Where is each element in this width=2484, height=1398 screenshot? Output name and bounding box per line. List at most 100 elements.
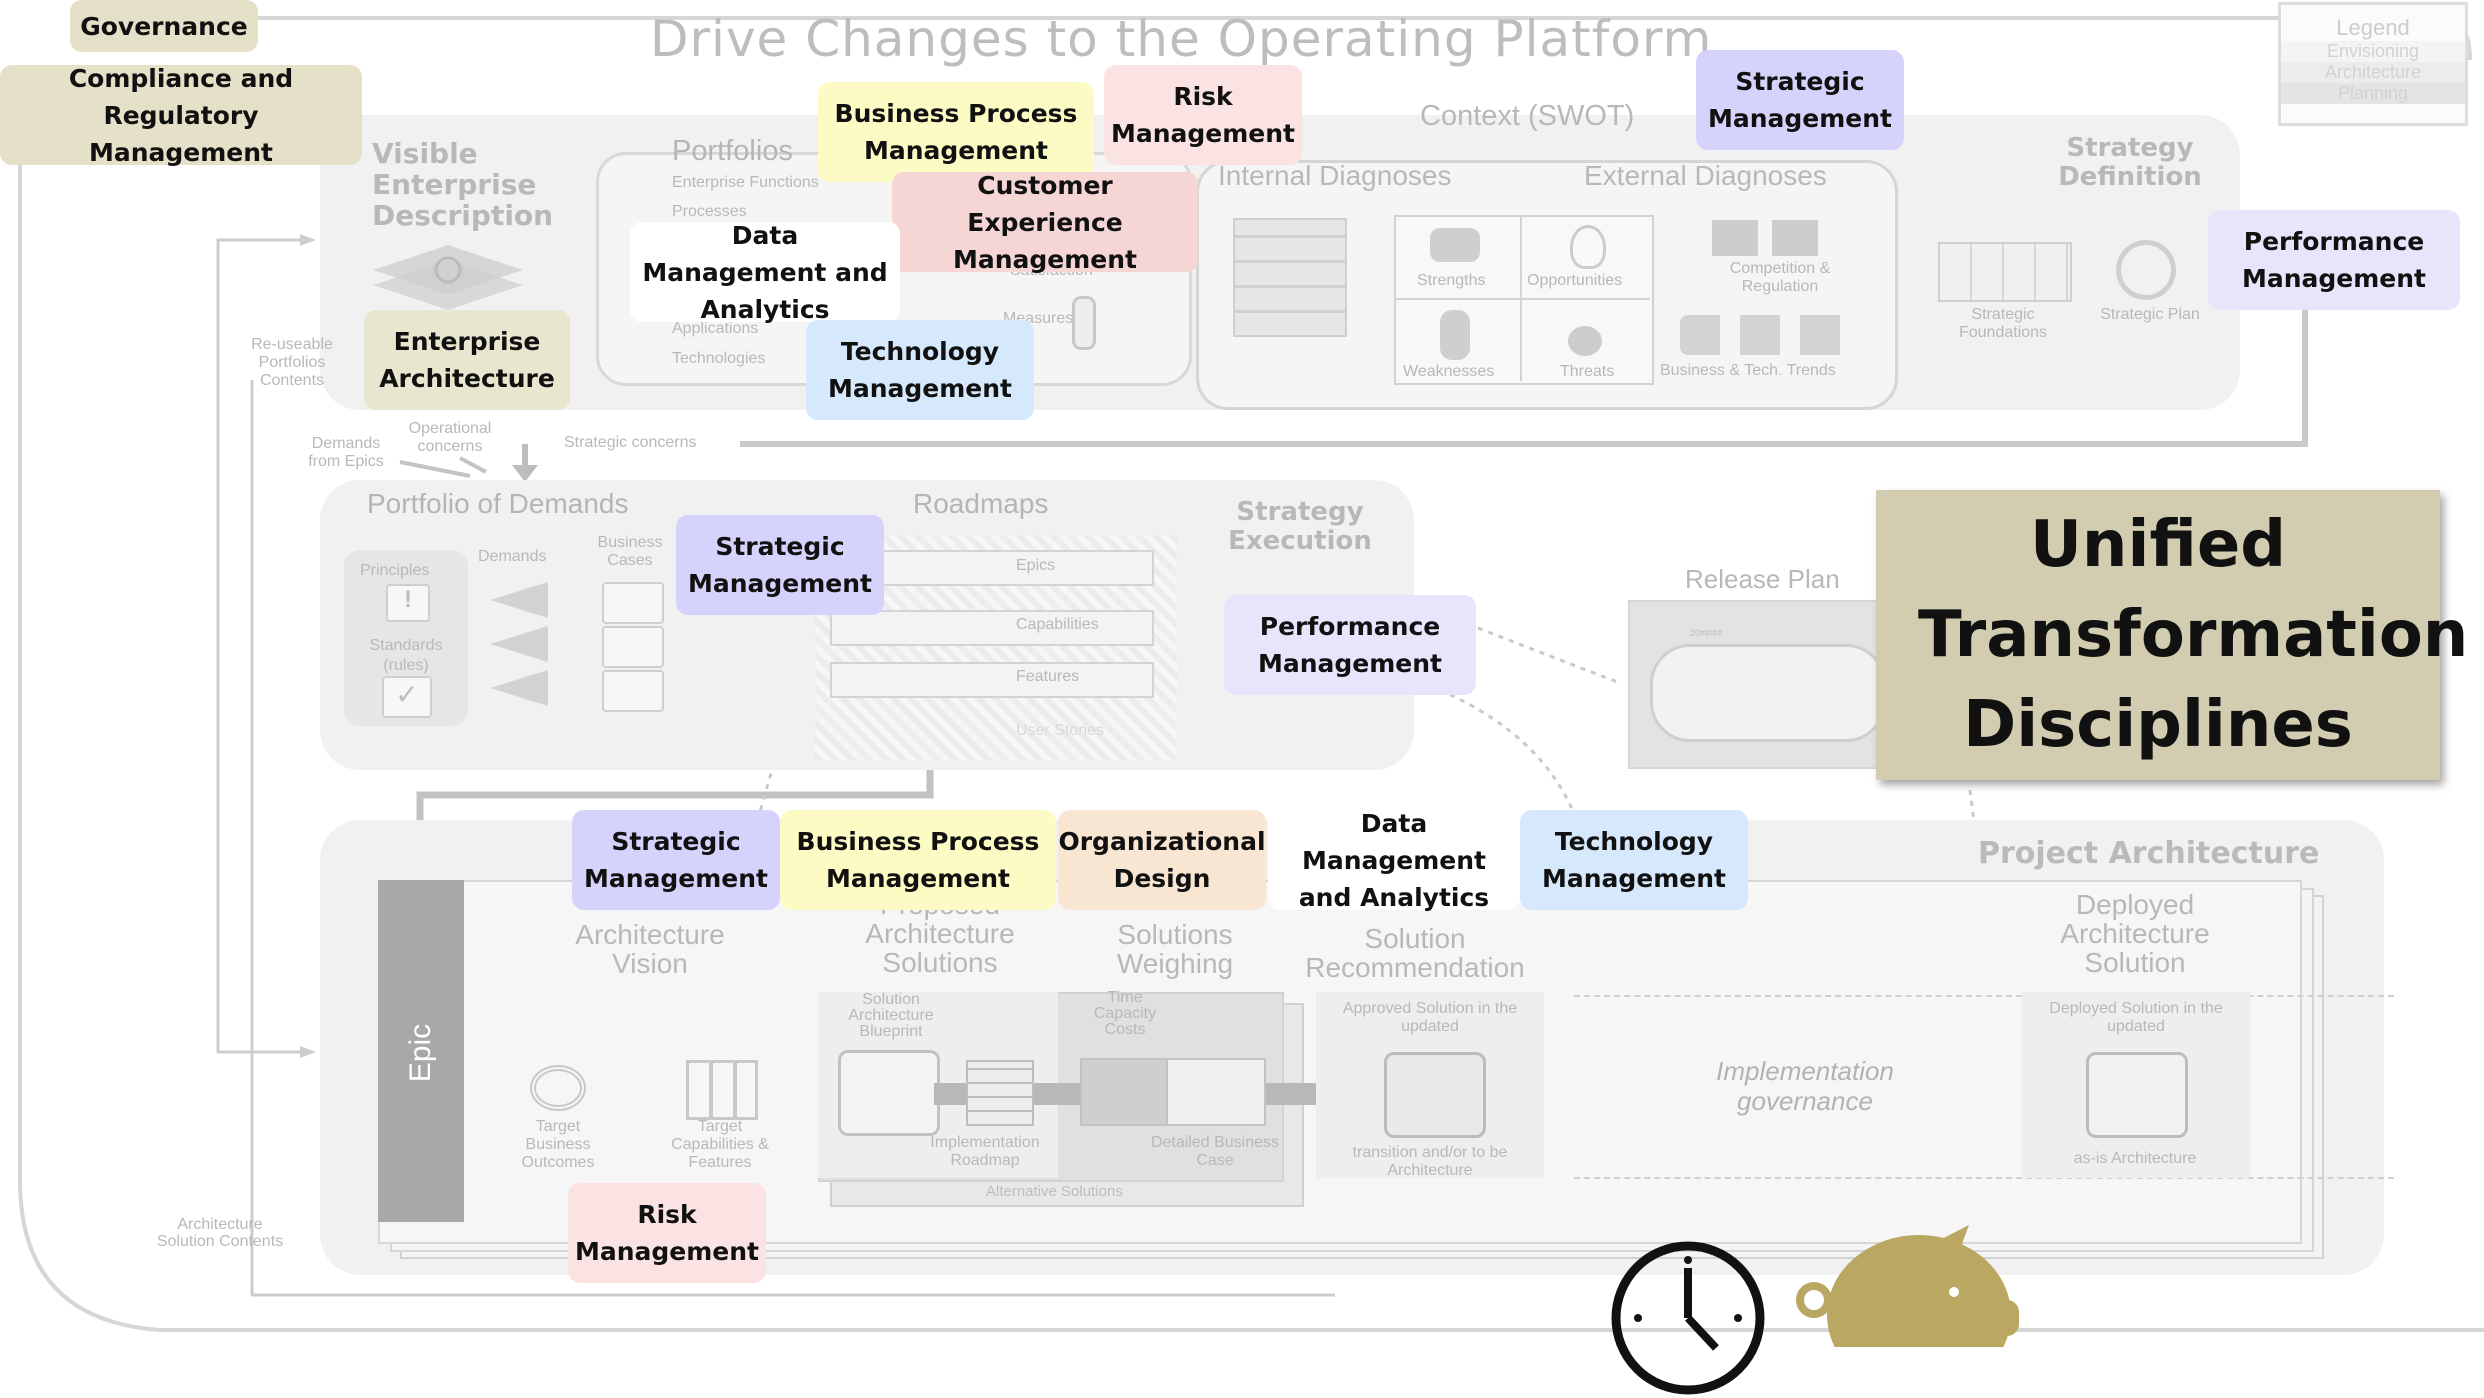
tag-strategic-middle[interactable]: Strategic Management [676, 515, 884, 615]
portfolio-demands-label: Portfolio of Demands [367, 488, 629, 519]
user-stories-label: User Stories [1016, 722, 1105, 739]
principles-label: Principles [360, 562, 430, 579]
project-architecture-label: Project Architecture [1978, 836, 2320, 871]
arch-solution-contents-label: Architecture Solution Contents [156, 1216, 284, 1250]
capabilities-grid-icon [686, 1060, 758, 1120]
megaphone-icon [490, 582, 548, 618]
tag-data-top[interactable]: Data Management and Analytics [630, 221, 900, 324]
strengths-icon [1430, 228, 1480, 262]
legend-item: Architecture [2281, 62, 2465, 83]
target-outcomes-label: Target Business Outcomes [521, 1118, 595, 1171]
unified-disciplines-title: Unified Transformation Disciplines [1918, 508, 2469, 762]
legend-item: Planning [2281, 83, 2465, 104]
detailed-case-label: Detailed Business Case [1150, 1134, 1280, 1169]
tag-strategic-top[interactable]: Strategic Management [1696, 50, 1904, 150]
legend-heading: Legend [2336, 15, 2410, 40]
strategic-foundations-label: Strategic Foundations [1958, 306, 2048, 341]
recommendation-label: Solution Recommendation [1305, 923, 1525, 983]
swot-strengths: Strengths [1417, 272, 1486, 289]
release-plan-drum [1650, 644, 1886, 742]
swot-divider [1394, 298, 1650, 300]
exclamation-icon: ! [386, 584, 430, 622]
features-label: Features [1016, 668, 1080, 685]
tag-technology-bottom[interactable]: Technology Management [1520, 810, 1748, 910]
alternatives-label: Alternative Solutions [986, 1183, 1123, 1200]
portfolios-label: Portfolios [672, 135, 793, 167]
tag-performance-middle[interactable]: Performance Management [1224, 595, 1476, 695]
checkbox-icon: ✓ [382, 676, 432, 718]
weakness-icon [1440, 310, 1470, 360]
megaphone-icon [490, 670, 548, 706]
deployed-blueprint-icon [2086, 1052, 2188, 1138]
tag-technology-top[interactable]: Technology Management [806, 320, 1034, 420]
portfolio-item: Applications [672, 320, 759, 337]
tag-business-process-bottom[interactable]: Business Process Management [780, 810, 1056, 910]
portfolio-item: Enterprise Functions [672, 174, 819, 191]
portfolio-item: Technologies [672, 350, 766, 367]
epic-bar [378, 880, 464, 1222]
people-clock-icon [1080, 1058, 1168, 1126]
swot-opportunities: Opportunities [1527, 272, 1623, 289]
strategy-execution-label: Strategy Execution [1228, 497, 1372, 556]
factory-icon [1712, 220, 1822, 256]
tag-risk-bottom[interactable]: Risk Management [568, 1183, 766, 1283]
megaphone-icon [490, 626, 548, 662]
context-label: Context (SWOT) [1420, 100, 1635, 132]
coins-chart-icon [1166, 1058, 1266, 1126]
tag-enterprise-architecture[interactable]: Enterprise Architecture [364, 310, 570, 410]
business-case-icon [602, 582, 664, 624]
business-case-icon [602, 626, 664, 668]
tag-governance[interactable]: Governance [70, 0, 258, 52]
portfolio-item: Processes [672, 203, 747, 220]
tag-strategic-bottom[interactable]: Strategic Management [572, 810, 780, 910]
roadmap-capabilities-row [830, 610, 1154, 646]
roadmaps-label: Roadmaps [913, 488, 1049, 519]
tag-data-bottom[interactable]: Data Management and Analytics [1268, 809, 1520, 912]
time-capacity-label: Time Capacity Costs [1093, 989, 1157, 1038]
demands-from-epics-label: Demands from Epics [308, 435, 384, 470]
business-cases-label: Business Cases [597, 534, 663, 569]
tag-compliance[interactable]: Compliance and Regulatory Management [0, 64, 362, 167]
enterprise-layers-icon [368, 240, 528, 310]
sprint-label: 20##/## [1690, 628, 1723, 638]
internal-label: Internal Diagnoses [1218, 160, 1452, 191]
competition-label: Competition & Regulation [1729, 260, 1831, 295]
external-label: External Diagnoses [1584, 160, 1827, 191]
page-title: Drive Changes to the Operating Platform [650, 10, 1713, 68]
tag-business-process-top[interactable]: Business Process Management [818, 82, 1094, 182]
tag-performance-right[interactable]: Performance Management [2208, 210, 2460, 310]
target-icon [530, 1065, 586, 1111]
plan-target-icon [2116, 240, 2176, 300]
trends-icon [1680, 315, 1850, 355]
thumbs-up-icon [1384, 1052, 1486, 1138]
strategic-concerns-label: Strategic concerns [560, 434, 701, 452]
operational-concerns-label: Operational concerns [408, 420, 492, 455]
release-plan-label: Release Plan [1685, 564, 1840, 594]
roadmap-features-row [830, 662, 1154, 698]
target-capabilities-label: Target Capabilities & Features [671, 1118, 769, 1171]
roadmap-grid-icon [966, 1060, 1034, 1126]
blueprint-icon [838, 1050, 940, 1136]
clock-icon [1608, 1238, 1768, 1398]
demands-label: Demands [478, 548, 547, 565]
tag-customer-experience[interactable]: Customer Experience Management [892, 171, 1198, 274]
epics-label: Epics [1016, 557, 1056, 574]
business-case-icon [602, 670, 664, 712]
thermometer-icon [1072, 296, 1096, 350]
blueprint-label: Solution Architecture Blueprint [848, 991, 934, 1040]
swot-threats: Threats [1560, 363, 1615, 380]
swot-weaknesses: Weaknesses [1403, 363, 1495, 380]
implementation-gov-label: Implementation governance [1716, 1056, 1894, 1116]
reuseable-label: Re-useable Portfolios Contents [251, 336, 333, 389]
impl-roadmap-label: Implementation Roadmap [930, 1134, 1040, 1169]
legend: Legend Envisioning Architecture Planning [2278, 2, 2468, 126]
trends-label: Business & Tech. Trends [1660, 362, 1836, 379]
deployed-in-label: Deployed Solution in the updated [2049, 1000, 2223, 1035]
implementation-gov-box [1574, 995, 2394, 1179]
tag-organizational-design[interactable]: Organizational Design [1058, 810, 1266, 910]
architecture-vision-label: Architecture Vision [575, 919, 725, 979]
foundations-icon [1938, 242, 2072, 302]
capabilities-label: Capabilities [1016, 616, 1099, 633]
bomb-icon [1568, 326, 1602, 356]
tag-risk-top[interactable]: Risk Management [1104, 65, 1302, 165]
